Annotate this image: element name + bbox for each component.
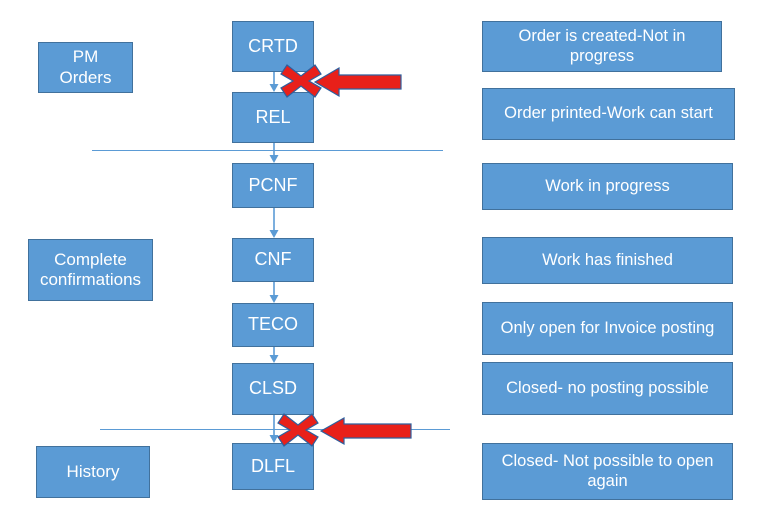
red-x-icon-clsd-dlfl xyxy=(276,410,320,450)
phase-divider-bottom xyxy=(100,429,450,430)
description-box-teco: Only open for Invoice posting xyxy=(482,302,733,355)
phase-label-complete-confirmations-line2: confirmations xyxy=(39,270,142,289)
connector-pcnf-to-cnf xyxy=(268,208,280,238)
description-box-pcnf: Work in progress xyxy=(482,163,733,210)
connector-cnf-to-teco xyxy=(268,282,280,303)
status-box-crtd: CRTD xyxy=(232,21,314,72)
status-box-dlfl: DLFL xyxy=(232,443,314,490)
description-box-clsd: Closed- no posting possible xyxy=(482,362,733,415)
connector-crtd-to-rel xyxy=(268,72,280,92)
phase-label-pm-orders-line1: PM xyxy=(72,47,99,67)
red-x-icon-crtd-rel xyxy=(279,61,323,101)
description-box-dlfl: Closed- Not possible to open again xyxy=(482,443,733,500)
phase-label-complete-confirmations: Complete confirmations xyxy=(28,239,153,301)
status-box-rel: REL xyxy=(232,92,314,143)
status-box-cnf: CNF xyxy=(232,238,314,282)
left-arrow-icon-top xyxy=(313,66,402,98)
phase-divider-top xyxy=(92,150,443,151)
description-box-rel: Order printed-Work can start xyxy=(482,88,735,140)
status-box-clsd: CLSD xyxy=(232,363,314,415)
status-box-pcnf: PCNF xyxy=(232,163,314,208)
left-arrow-icon-bottom xyxy=(319,416,412,446)
phase-label-pm-orders: PM Orders xyxy=(38,42,133,93)
phase-label-history: History xyxy=(36,446,150,498)
description-box-crtd: Order is created-Not in progress xyxy=(482,21,722,72)
connector-rel-to-pcnf xyxy=(268,143,280,163)
description-box-cnf: Work has finished xyxy=(482,237,733,284)
phase-label-complete-confirmations-line1: Complete xyxy=(54,249,127,269)
status-box-teco: TECO xyxy=(232,303,314,347)
connector-clsd-to-dlfl xyxy=(268,415,280,443)
phase-label-pm-orders-line2: Orders xyxy=(59,67,112,87)
connector-teco-to-clsd xyxy=(268,347,280,363)
